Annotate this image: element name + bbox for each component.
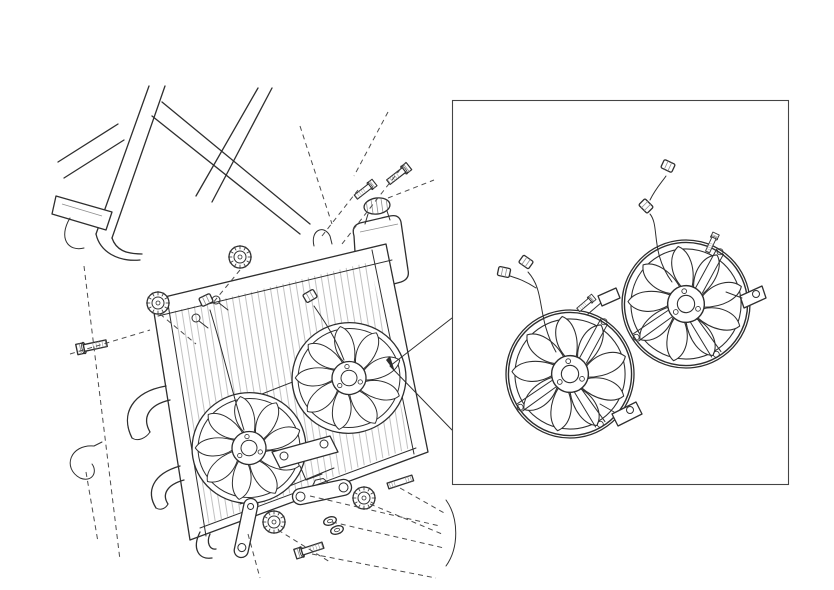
fan-assembly-front [496, 254, 642, 446]
rubber-damper-top [227, 244, 253, 270]
rubber-damper-left [145, 290, 171, 316]
fan-assembly-rear [614, 158, 767, 376]
lower-mount-bracket [271, 435, 339, 481]
radiator-hose-upper [126, 385, 171, 441]
stud [386, 474, 415, 490]
detail-inset-box [451, 99, 790, 486]
bracket-link [291, 477, 353, 506]
washer-2 [328, 523, 346, 537]
grouping-bracket [445, 499, 457, 567]
mounting-strap [233, 497, 259, 559]
inset-leader-lines [386, 317, 453, 431]
hex-bolt-top-2 [352, 178, 378, 202]
radiator-hose-lower [150, 465, 185, 510]
footpeg-bracket [51, 195, 113, 250]
fan-wiring-left [198, 292, 245, 431]
radiator-outlet [195, 531, 217, 559]
spring-clip [69, 441, 103, 480]
frame-section [51, 85, 311, 261]
hex-bolt-left [74, 336, 109, 356]
rubber-damper-bottom-left [261, 509, 287, 535]
leader-lines-dashed [69, 111, 447, 579]
washer-1 [321, 514, 339, 528]
fan-wiring-right [301, 288, 345, 361]
hex-bolt-top-1 [384, 161, 413, 187]
front-fan-connector-2 [496, 265, 512, 279]
